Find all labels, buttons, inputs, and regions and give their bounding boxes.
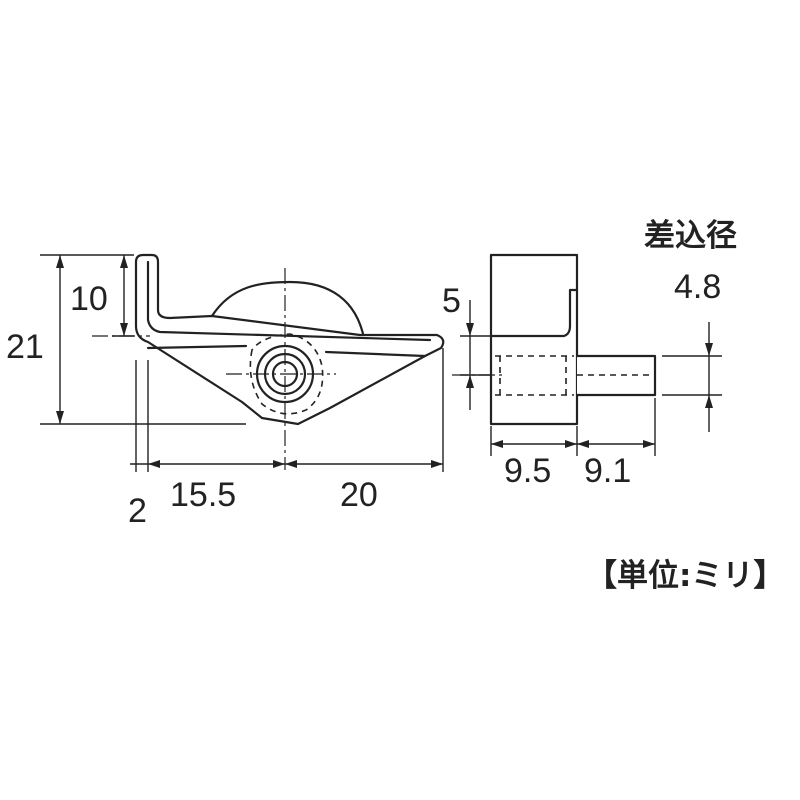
dim-offset-top: 5	[442, 282, 461, 320]
side-view	[452, 253, 657, 426]
dim-width-right: 20	[340, 476, 378, 514]
dim-height-flange: 10	[70, 280, 108, 318]
dim-width-flange: 2	[128, 492, 147, 530]
dim-body-width: 9.5	[504, 452, 551, 490]
bracket-inner-edge	[146, 260, 432, 342]
dim-pin-length: 9.1	[584, 452, 631, 490]
pin-diameter-label: 差込径	[644, 218, 737, 254]
wheel-outline	[210, 280, 366, 340]
side-body	[489, 253, 579, 426]
unit-note: 【単位:ミリ】	[586, 558, 784, 594]
front-dimensions: 21 10 2 15.5 20	[6, 254, 444, 530]
bracket-body	[134, 253, 445, 426]
bracket-lower-rim	[146, 344, 427, 358]
dim-height-total: 21	[6, 328, 44, 366]
boss-hidden-outline	[249, 333, 324, 415]
front-view	[92, 253, 445, 470]
dim-width-left: 15.5	[170, 476, 236, 514]
side-step	[489, 288, 579, 338]
pin-diameter-value: 4.8	[674, 268, 721, 306]
side-dimensions: 5 9.5 9.1 差込径 4.8	[442, 218, 737, 490]
